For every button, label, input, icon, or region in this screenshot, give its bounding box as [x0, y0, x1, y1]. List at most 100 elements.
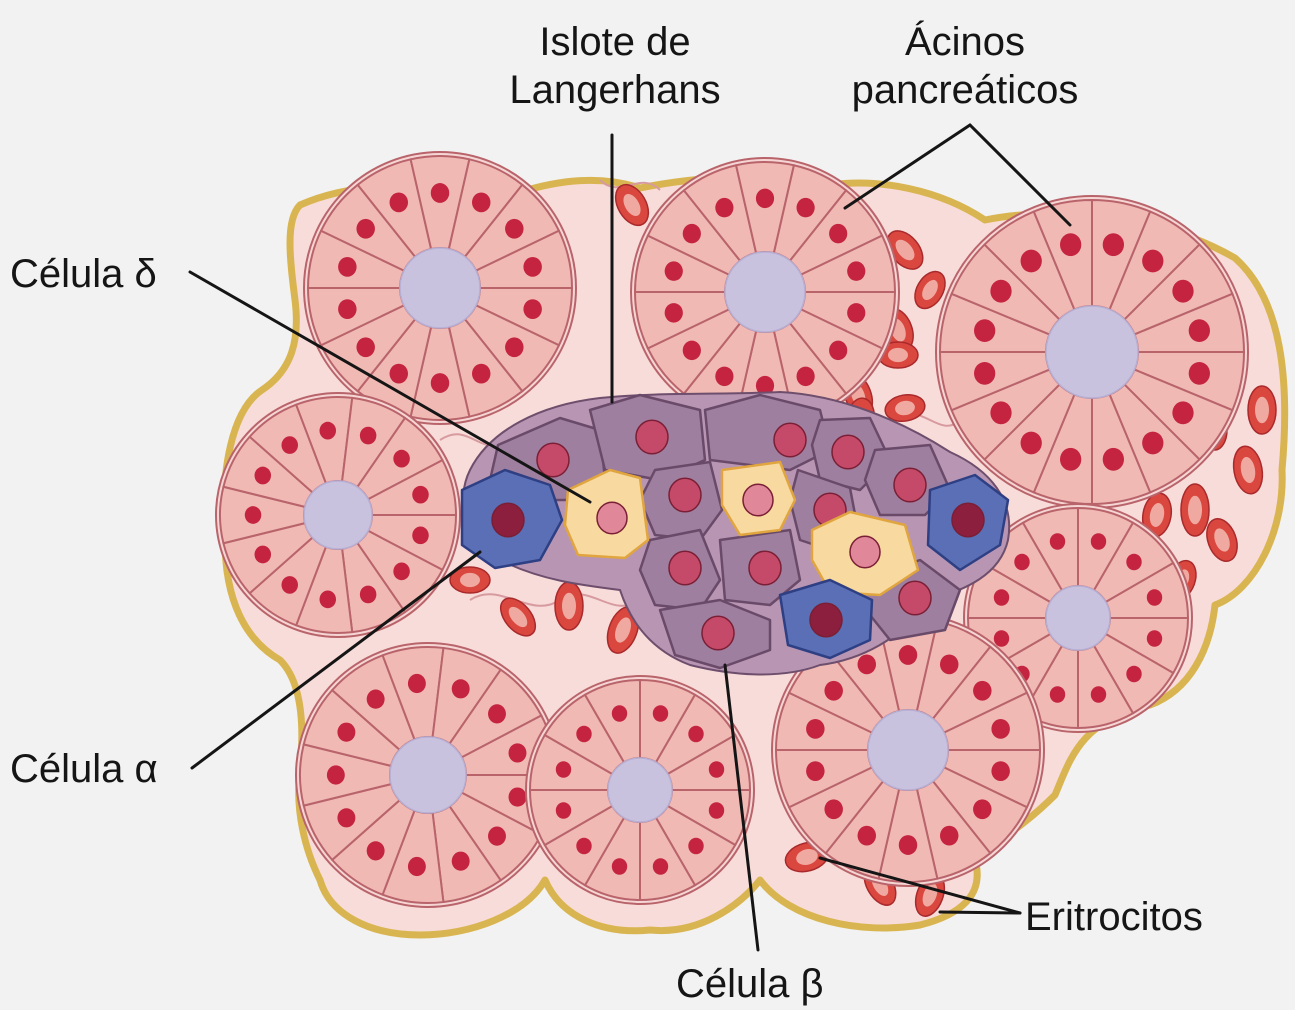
acinar-nucleus — [612, 705, 627, 722]
acinar-nucleus — [688, 726, 703, 743]
erythrocyte — [555, 582, 583, 630]
acinar-nucleus — [990, 280, 1011, 303]
acinar-nucleus — [255, 546, 272, 564]
acinus-lumen — [400, 248, 480, 328]
beta-cell — [640, 462, 722, 540]
acinar-nucleus — [1189, 319, 1210, 342]
acinar-nucleus — [1172, 280, 1193, 303]
acinar-nucleus — [1050, 686, 1065, 703]
acinar-nucleus — [1021, 250, 1042, 273]
label-islote: Islote de Langerhans — [470, 18, 760, 114]
acinar-nucleus — [1172, 401, 1193, 424]
beta-cell-nucleus — [669, 478, 701, 512]
acinar-nucleus — [715, 367, 733, 387]
acinus-lumen — [1046, 586, 1110, 650]
acinar-nucleus — [576, 726, 591, 743]
acinar-nucleus — [829, 224, 847, 244]
leader-acinos-right — [970, 125, 1070, 225]
acinar-nucleus — [281, 436, 298, 454]
erythrocyte-center — [562, 593, 576, 619]
acinar-nucleus — [829, 341, 847, 361]
acinar-nucleus — [319, 590, 336, 608]
acinar-nucleus — [412, 526, 429, 544]
acinar-nucleus — [990, 401, 1011, 424]
acinar-nucleus — [523, 299, 541, 319]
acinar-nucleus — [431, 183, 449, 203]
acinar-nucleus — [899, 835, 917, 855]
acinar-nucleus — [709, 802, 724, 819]
acinar-nucleus — [806, 761, 824, 781]
acinar-nucleus — [1142, 432, 1163, 455]
acinar-nucleus — [653, 858, 668, 875]
beta-cell-nucleus — [749, 551, 781, 585]
acinar-nucleus — [523, 257, 541, 277]
acinar-nucleus — [509, 743, 527, 762]
acinar-nucleus — [255, 467, 272, 485]
acinar-nucleus — [1126, 666, 1141, 683]
acinar-nucleus — [899, 645, 917, 665]
acinar-nucleus — [847, 261, 865, 281]
acinar-nucleus — [245, 506, 262, 524]
acinar-nucleus — [505, 219, 523, 239]
label-celula-beta: Célula β — [676, 960, 824, 1008]
acinar-nucleus — [472, 364, 490, 384]
acinar-nucleus — [556, 761, 571, 778]
acinar-nucleus — [1021, 432, 1042, 455]
acinar-nucleus — [337, 723, 355, 742]
acinar-nucleus — [797, 198, 815, 218]
alpha-cell-nucleus — [492, 503, 524, 537]
alpha-cell-nucleus — [810, 603, 842, 637]
acinus-lumen — [1046, 306, 1138, 398]
acinar-nucleus — [991, 719, 1009, 739]
acinar-nucleus — [683, 341, 701, 361]
acinus-lumen — [868, 710, 948, 790]
acinar-nucleus — [973, 681, 991, 701]
acinar-nucleus — [994, 630, 1009, 647]
acinar-nucleus — [991, 761, 1009, 781]
acinus-bottom-center — [526, 676, 754, 904]
acinus-lumen — [608, 758, 672, 822]
acinus-lumen — [390, 737, 466, 813]
acinar-nucleus — [1050, 533, 1065, 550]
label-acinos-line1: Ácinos — [820, 18, 1110, 66]
acinar-nucleus — [994, 589, 1009, 606]
acinar-nucleus — [367, 841, 385, 860]
acinar-nucleus — [653, 705, 668, 722]
acinar-nucleus — [665, 261, 683, 281]
acinar-nucleus — [715, 198, 733, 218]
acinar-nucleus — [556, 802, 571, 819]
acinar-nucleus — [408, 674, 426, 693]
acinar-nucleus — [1189, 362, 1210, 385]
delta-cell-nucleus — [597, 502, 627, 534]
acinar-nucleus — [337, 808, 355, 827]
acinar-nucleus — [472, 192, 490, 212]
beta-cell-nucleus — [832, 435, 864, 469]
acinar-nucleus — [973, 799, 991, 819]
acinus-lumen — [304, 481, 372, 549]
acinar-nucleus — [1014, 554, 1029, 571]
acinar-nucleus — [1142, 250, 1163, 273]
acinar-nucleus — [281, 576, 298, 594]
acinar-nucleus — [806, 719, 824, 739]
erythrocyte-center — [1188, 496, 1202, 525]
acinar-nucleus — [509, 787, 527, 806]
acinar-nucleus — [390, 192, 408, 212]
acinar-nucleus — [1060, 448, 1081, 471]
alpha-cell-nucleus — [952, 503, 984, 537]
acinar-nucleus — [338, 299, 356, 319]
acinar-nucleus — [1126, 554, 1141, 571]
acinar-nucleus — [452, 679, 470, 698]
delta-cell — [722, 462, 795, 535]
acinar-nucleus — [360, 586, 377, 604]
acinar-nucleus — [360, 427, 377, 445]
acinar-nucleus — [505, 337, 523, 357]
acinar-nucleus — [367, 690, 385, 709]
acinar-nucleus — [824, 681, 842, 701]
acinar-nucleus — [709, 761, 724, 778]
beta-cell-nucleus — [894, 468, 926, 502]
acinar-nucleus — [327, 765, 345, 784]
acinar-nucleus — [1147, 589, 1162, 606]
acinar-nucleus — [412, 486, 429, 504]
beta-cell-nucleus — [899, 581, 931, 615]
acinus-lumen — [725, 252, 805, 332]
